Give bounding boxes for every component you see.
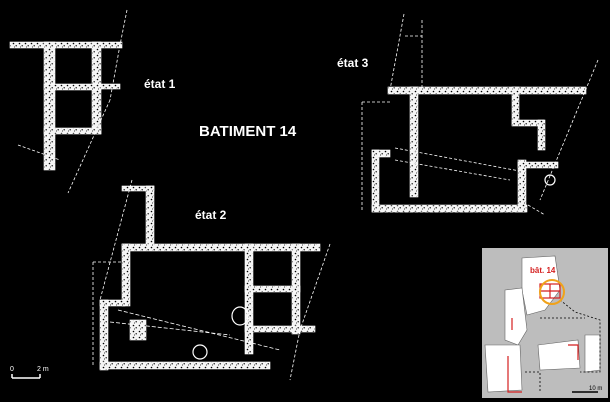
plan-title: BATIMENT 14 [199,123,297,140]
wall [371,149,380,213]
label-etat-1: état 1 [144,77,176,91]
wall [145,185,155,249]
wall [511,86,520,126]
inset-scale-label: 10 m [589,386,603,392]
wall [43,41,56,171]
wall [244,285,301,293]
scale-bar [11,374,41,379]
wall [99,361,271,370]
wall [371,204,528,213]
wall [9,41,123,49]
wall [99,299,109,371]
plan-etat-1 [9,41,123,171]
label-etat-2: état 2 [195,208,227,222]
scale-length-label: 2 m [37,366,49,373]
wall [43,83,102,91]
plan-etat-2-lines [92,179,331,381]
wall [244,325,316,333]
plan-etat-2 [99,185,321,371]
wall [43,127,102,135]
wall [99,83,121,90]
label-etat-3: état 3 [337,56,369,70]
plan-etat-3-lines [361,13,599,216]
plan-etat-1-lines [17,9,128,194]
wall [129,319,147,341]
inset-location-circle [539,279,565,305]
wall [244,243,254,355]
wall [387,86,587,95]
location-inset [482,248,608,398]
inset-building-label: bât. 14 [530,266,556,275]
wall [121,243,321,252]
wall [517,159,527,213]
wall [517,161,559,169]
inset-dotted [525,299,601,392]
plan-etat-3 [371,86,587,213]
wall [537,119,546,151]
scale-zero-label: 0 [10,366,14,373]
wall [121,243,131,307]
wall [409,86,419,198]
